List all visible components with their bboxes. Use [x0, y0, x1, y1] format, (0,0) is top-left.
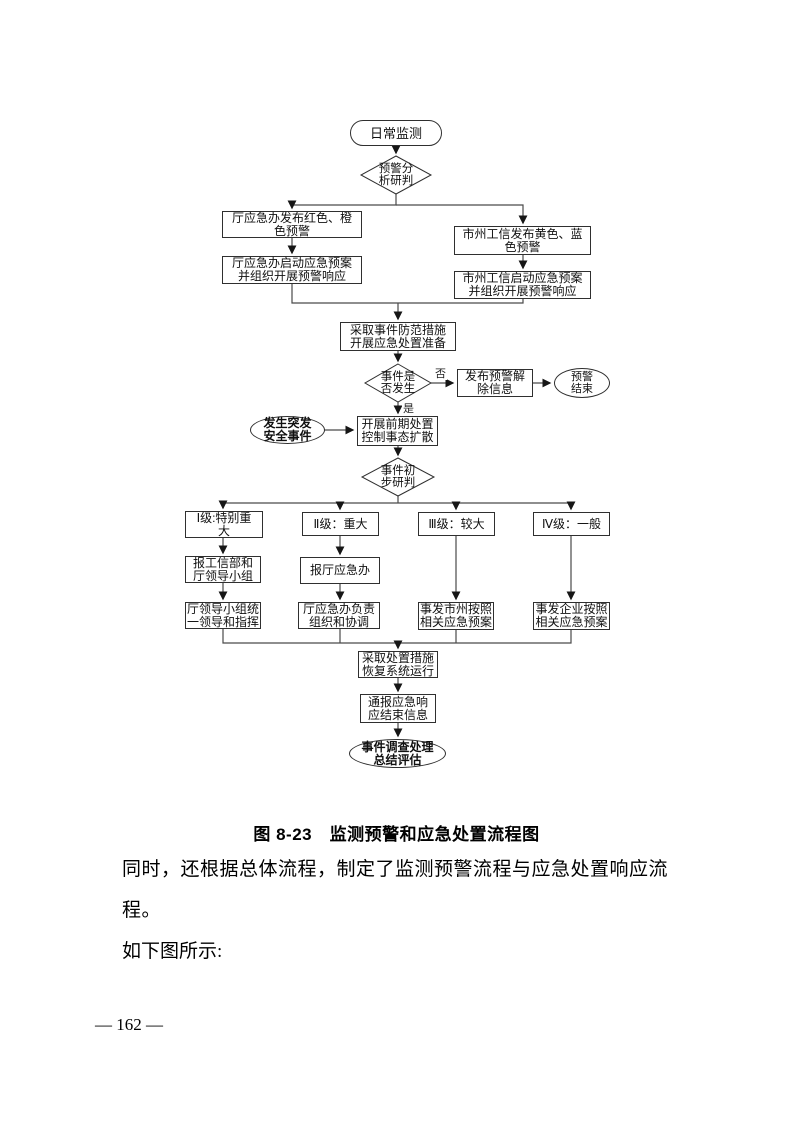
node-dept-group-lead: 厅领导小组统 一领导和指挥 [185, 601, 261, 629]
node-daily-monitoring: 日常监测 [350, 120, 442, 146]
warning-analysis-diamond [359, 155, 433, 195]
node-city-issue-warning: 市州工信发布黄色、蓝 色预警 [454, 226, 591, 255]
paragraph-line-2: 如下图所示: [122, 941, 223, 962]
node-warning-end: 预警 结束 [554, 368, 610, 398]
node-investigation-summary: 事件调查处理 总结评估 [349, 739, 446, 768]
node-event-occurred: 事件是 否发生 [380, 370, 416, 396]
edge-label-no: 否 [434, 368, 447, 380]
node-city-start-plan: 市州工信启动应急预案 并组织开展预警响应 [454, 271, 591, 299]
initial-judgment-diamond [360, 457, 436, 497]
node-sudden-event: 发生突发 安全事件 [250, 416, 325, 444]
node-level-2: Ⅱ级：重大 [302, 512, 379, 536]
node-release-info: 发布预警解 除信息 [457, 369, 533, 397]
node-dept-start-plan: 厅应急办启动应急预案 并组织开展预警响应 [222, 256, 362, 284]
event-occurred-diamond [363, 363, 433, 403]
node-level-1: Ⅰ级:特别重 大 [185, 511, 263, 538]
figure-caption: 图 8-23 监测预警和应急处置流程图 [253, 825, 540, 844]
body-paragraph: 同时，还根据总体流程，制定了监测预警流程与应急处置响应流程。 如下图所示: [122, 849, 697, 972]
node-warning-analysis: 预警分 析研判 [378, 162, 414, 188]
node-take-precautions: 采取事件防范措施 开展应急处置准备 [340, 322, 456, 351]
node-early-disposal: 开展前期处置 控制事态扩散 [357, 416, 438, 446]
flowchart-connectors [218, 145, 576, 738]
node-city-follow-plan: 事发市州按照 相关应急预案 [418, 602, 494, 630]
node-enterprise-follow-plan: 事发企业按照 相关应急预案 [533, 602, 610, 630]
node-report-miit: 报工信部和 厅领导小组 [185, 556, 261, 583]
node-dept-issue-warning: 厅应急办发布红色、橙 色预警 [222, 211, 362, 238]
node-report-dept-office: 报厅应急办 [300, 557, 380, 584]
paragraph-line-1: 同时，还根据总体流程，制定了监测预警流程与应急处置响应流程。 [122, 859, 669, 921]
node-initial-judgment: 事件初 步研判 [380, 464, 416, 490]
node-notify-end: 通报应急响 应结束信息 [360, 694, 436, 723]
node-level-4: Ⅳ级：一般 [533, 512, 610, 536]
node-take-measures: 采取处置措施 恢复系统运行 [358, 651, 438, 678]
page-number: — 162 — [95, 1015, 163, 1034]
node-level-3: Ⅲ级：较大 [418, 512, 495, 536]
node-dept-office-coordinate: 厅应急办负责 组织和协调 [298, 602, 380, 629]
edge-label-yes: 是 [402, 403, 415, 415]
